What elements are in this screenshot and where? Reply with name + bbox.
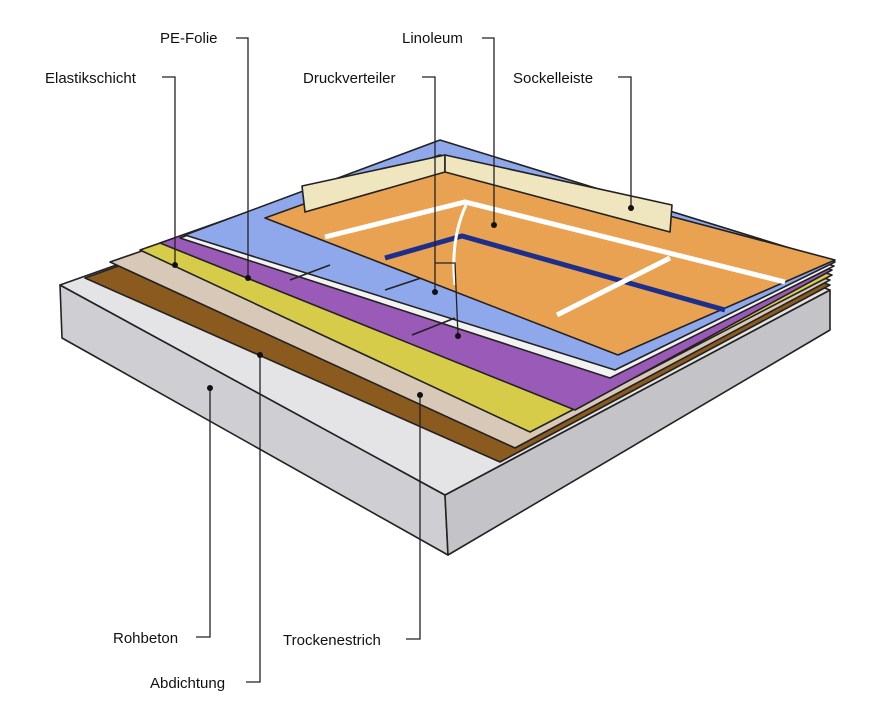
label-sockelleiste: Sockelleiste bbox=[513, 70, 634, 211]
pointer-dot bbox=[628, 205, 634, 211]
pointer-dot bbox=[491, 222, 497, 228]
svg-text:Linoleum: Linoleum bbox=[402, 30, 463, 47]
pointer-dot bbox=[257, 352, 263, 358]
pointer-dot bbox=[432, 289, 438, 295]
pointer-dot bbox=[245, 275, 251, 281]
druckverteiler-seam bbox=[411, 317, 456, 336]
court-line-blue bbox=[384, 233, 726, 313]
pointer-dot bbox=[172, 262, 178, 268]
druckverteiler-seam bbox=[289, 264, 331, 281]
svg-text:Abdichtung: Abdichtung bbox=[150, 675, 225, 692]
court-line-white bbox=[324, 199, 786, 285]
label-druckverteiler: Druckverteiler bbox=[303, 70, 461, 339]
svg-text:Druckverteiler: Druckverteiler bbox=[303, 70, 396, 87]
label-pe-folie: PE-Folie bbox=[160, 30, 251, 281]
sockelleiste-right bbox=[444, 154, 673, 233]
svg-text:Trockenestrich: Trockenestrich bbox=[283, 632, 381, 649]
court-line-white bbox=[555, 255, 672, 318]
label-linoleum: Linoleum bbox=[402, 30, 497, 228]
svg-text:Elastikschicht: Elastikschicht bbox=[45, 70, 137, 87]
svg-text:Sockelleiste: Sockelleiste bbox=[513, 70, 593, 87]
pointer-dot bbox=[207, 385, 213, 391]
label-elastikschicht: Elastikschicht bbox=[45, 70, 178, 268]
pointer-dot bbox=[455, 333, 461, 339]
pointer-dot bbox=[417, 392, 423, 398]
court-arc-white bbox=[452, 204, 468, 286]
label-abdichtung: Abdichtung bbox=[150, 352, 263, 692]
label-rohbeton: Rohbeton bbox=[113, 385, 213, 647]
label-trockenestrich: Trockenestrich bbox=[283, 392, 423, 649]
svg-text:Rohbeton: Rohbeton bbox=[113, 630, 178, 647]
svg-text:PE-Folie: PE-Folie bbox=[160, 30, 218, 47]
